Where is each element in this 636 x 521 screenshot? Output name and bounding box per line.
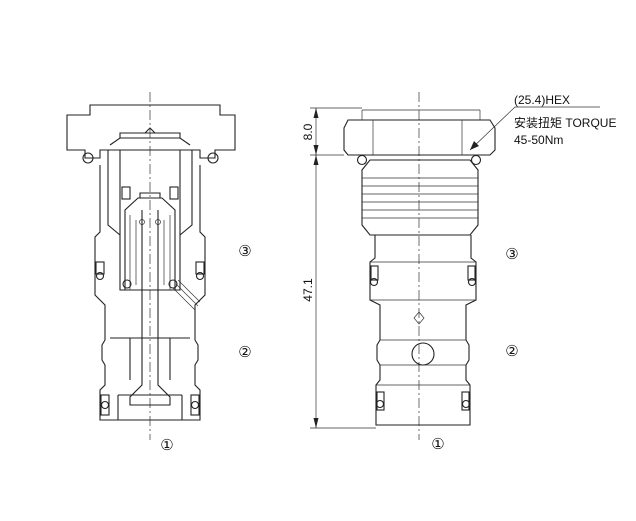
backup-ring bbox=[195, 261, 205, 275]
callout-torque: 安装扭矩 TORQUE bbox=[514, 115, 616, 130]
dimension-hex-height: 8.0 bbox=[301, 123, 315, 140]
hex-nut bbox=[343, 119, 496, 156]
dimension-body-length: 47.1 bbox=[301, 278, 315, 302]
thread-lines bbox=[362, 177, 478, 219]
section-hex-head bbox=[66, 104, 236, 159]
outline-port-2-label: ② bbox=[505, 343, 518, 360]
section-port-3-label: ③ bbox=[238, 243, 251, 260]
section-port-2-label: ② bbox=[238, 344, 251, 361]
backup-ring bbox=[95, 261, 105, 275]
outline-port-3-label: ③ bbox=[505, 246, 518, 263]
outline-view bbox=[310, 92, 600, 440]
section-body bbox=[94, 165, 206, 421]
thread bbox=[361, 159, 479, 236]
dimension-lines bbox=[310, 107, 376, 429]
section-view bbox=[66, 92, 236, 440]
outline-body bbox=[369, 235, 477, 426]
backup-ring bbox=[190, 394, 200, 416]
port-2-hole bbox=[411, 342, 435, 366]
o-ring bbox=[82, 152, 94, 164]
o-ring bbox=[207, 152, 219, 164]
o-ring bbox=[356, 154, 368, 166]
backup-ring bbox=[100, 394, 110, 416]
callout-leader bbox=[469, 106, 516, 151]
o-ring bbox=[470, 154, 482, 166]
section-port-1-label: ① bbox=[160, 437, 173, 454]
callout-torque-value: 45-50Nm bbox=[514, 133, 563, 147]
outline-port-1-label: ① bbox=[431, 436, 444, 453]
callout-hex: (25.4)HEX bbox=[514, 93, 570, 107]
